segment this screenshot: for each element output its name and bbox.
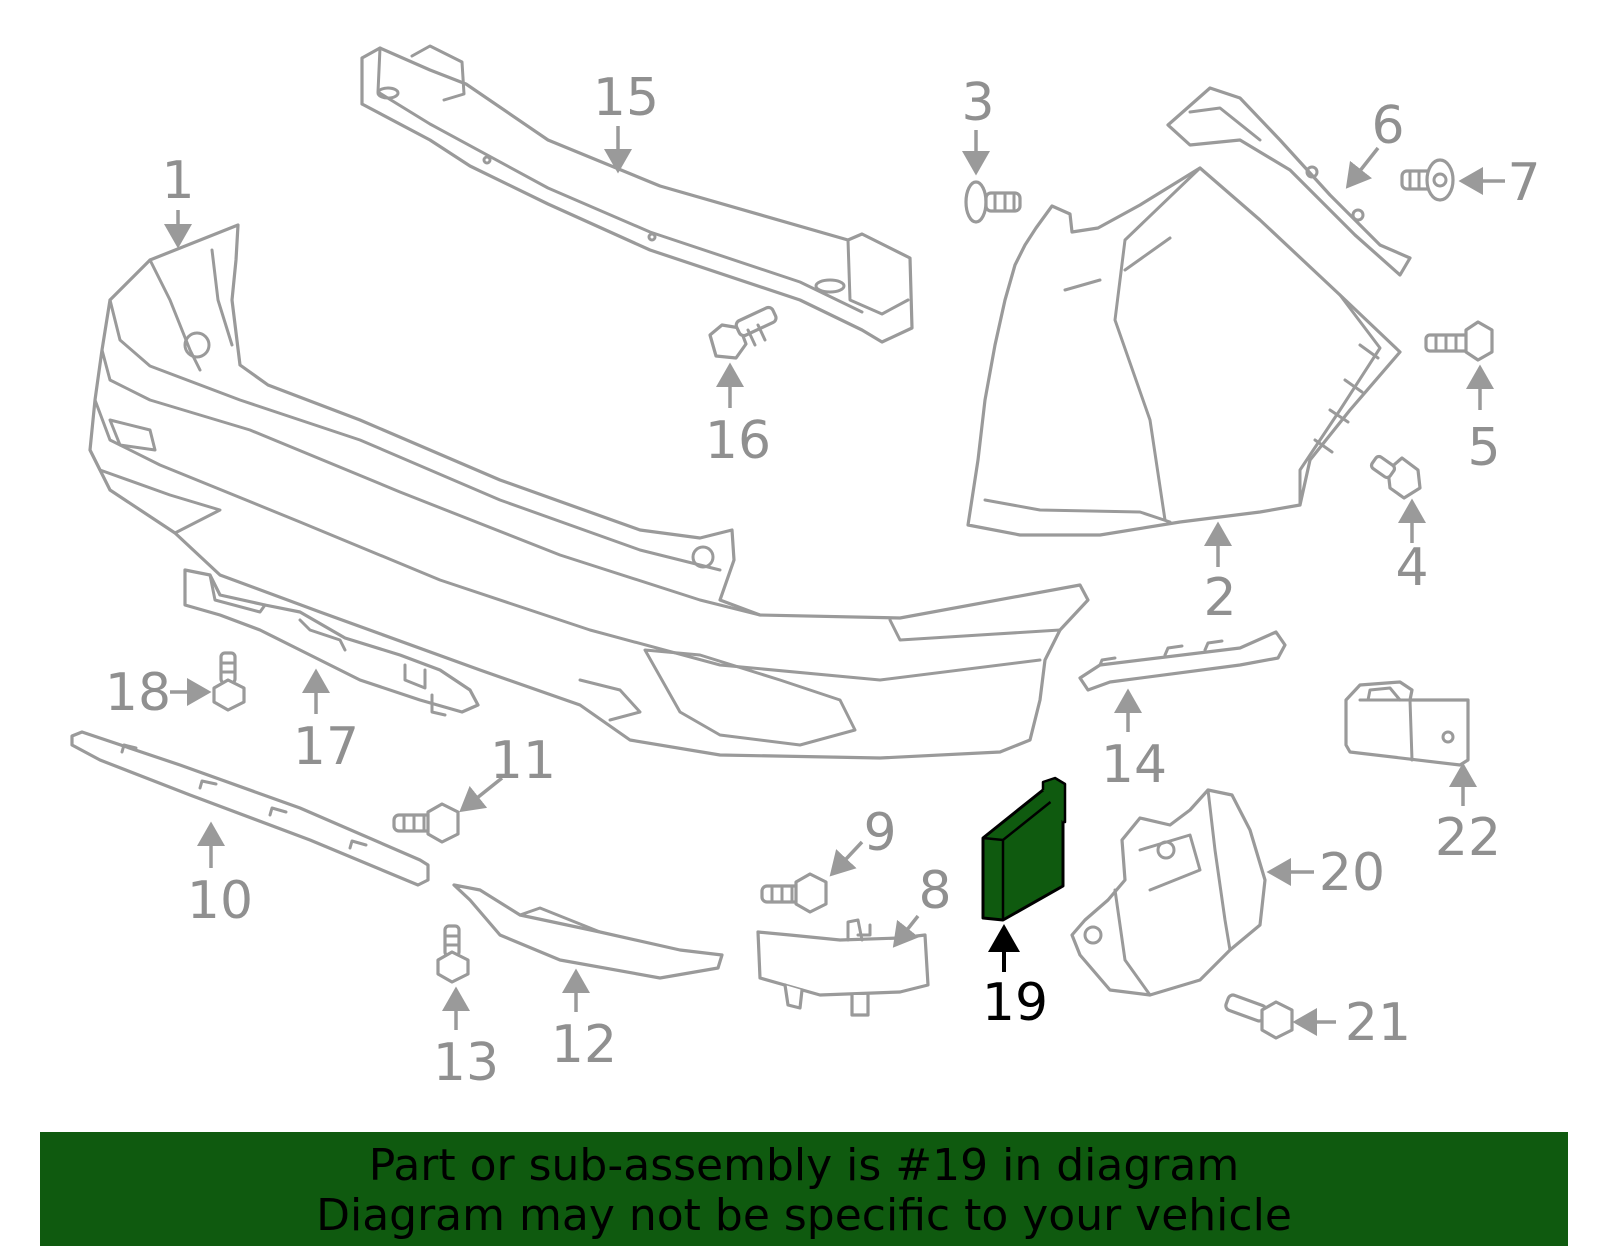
part-17-bracket xyxy=(183,568,480,717)
leader-lines xyxy=(164,126,1505,1036)
banner-line-1: Part or sub-assembly is #19 in diagram xyxy=(368,1140,1240,1191)
callout-2: 2 xyxy=(1203,568,1236,628)
callout-21: 21 xyxy=(1345,993,1411,1053)
callout-19: 19 xyxy=(982,973,1048,1033)
part-3-bolt xyxy=(964,180,1022,224)
part-21-bolt xyxy=(1224,993,1294,1040)
part-22-sensor xyxy=(1344,680,1470,767)
callout-16: 16 xyxy=(705,411,771,471)
part-16-bolt xyxy=(708,305,778,360)
callout-13: 13 xyxy=(433,1033,499,1093)
part-12-lower-trim xyxy=(452,883,724,980)
callout-labels: 1 2 3 4 5 6 7 8 9 10 11 12 13 14 15 16 1… xyxy=(105,68,1541,1093)
part-5-bolt xyxy=(1424,320,1494,362)
part-7-bolt xyxy=(1400,158,1455,202)
callout-10: 10 xyxy=(187,871,253,931)
callout-1: 1 xyxy=(161,151,194,211)
part-19-module-highlighted xyxy=(981,776,1067,922)
info-banner: Part or sub-assembly is #19 in diagram D… xyxy=(40,1132,1568,1246)
callout-17: 17 xyxy=(293,717,359,777)
parts-diagram: 1 2 3 4 5 6 7 8 9 10 11 12 13 14 15 16 1… xyxy=(70,44,1541,1093)
part-20-mounting-bracket xyxy=(1070,788,1267,997)
part-1-bumper-cover xyxy=(88,223,1090,760)
part-15-reinforcement-beam xyxy=(360,44,914,344)
callout-20: 20 xyxy=(1319,843,1385,903)
callout-3: 3 xyxy=(961,73,994,133)
part-4-bolt xyxy=(1369,454,1422,500)
part-10-lower-strip xyxy=(70,730,430,887)
callout-5: 5 xyxy=(1467,418,1500,478)
part-8-bracket xyxy=(756,918,930,1017)
part-13-bolt xyxy=(436,924,470,984)
callout-11: 11 xyxy=(490,731,556,791)
banner-line-2: Diagram may not be specific to your vehi… xyxy=(316,1190,1292,1241)
callout-18: 18 xyxy=(105,663,171,723)
callout-14: 14 xyxy=(1101,735,1167,795)
part-2-side-panel xyxy=(966,166,1402,537)
callout-12: 12 xyxy=(551,1015,617,1075)
callout-15: 15 xyxy=(593,68,659,128)
callout-7: 7 xyxy=(1507,153,1540,213)
callout-8: 8 xyxy=(918,861,951,921)
callout-22: 22 xyxy=(1435,808,1501,868)
part-6-trim-strip xyxy=(1166,86,1412,277)
callout-6: 6 xyxy=(1371,96,1404,156)
callout-9: 9 xyxy=(863,803,896,863)
part-14-reflector-strip xyxy=(1078,630,1287,692)
callout-4: 4 xyxy=(1395,538,1428,598)
part-11-bolt xyxy=(392,802,460,844)
part-18-bolt xyxy=(212,651,246,712)
part-9-bolt xyxy=(760,872,828,914)
